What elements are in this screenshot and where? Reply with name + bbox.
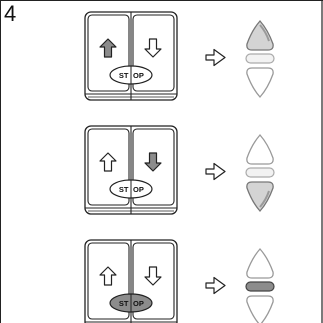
remote-stop-button [245, 281, 275, 292]
instruction-row: ST OP [84, 11, 275, 101]
stop-label-left: ST [119, 299, 129, 308]
stop-label-right: OP [133, 71, 144, 80]
remote-stop-button [245, 167, 275, 178]
stop-label-right: OP [133, 185, 144, 194]
remote-down-button [246, 181, 274, 212]
rows: ST OP ST OP ST OP [84, 11, 275, 323]
remote-up-button [246, 20, 274, 51]
remote-indicator [245, 248, 275, 323]
remote-up-shade [259, 24, 270, 42]
remote-up-button [246, 248, 274, 279]
remote-down-button [246, 67, 274, 98]
stop-label-left: ST [119, 71, 129, 80]
wall-switch: ST OP [84, 11, 178, 101]
up-arrow-icon [99, 266, 117, 286]
stop-label-right: OP [133, 299, 144, 308]
remote-down-shade [259, 190, 270, 208]
wall-switch: ST OP [84, 239, 178, 323]
right-arrow-icon [205, 48, 226, 67]
remote-stop-button [245, 53, 275, 64]
down-arrow-icon [144, 266, 162, 286]
remote-indicator [245, 20, 275, 98]
instruction-row: ST OP [84, 239, 275, 323]
wall-switch: ST OP [84, 125, 178, 215]
up-arrow-icon [99, 152, 117, 172]
remote-up-button [246, 134, 274, 165]
down-arrow-icon [144, 38, 162, 58]
remote-down-button [246, 295, 274, 323]
up-arrow-icon [99, 38, 117, 58]
stop-label-left: ST [119, 185, 129, 194]
remote-indicator [245, 134, 275, 212]
step-number: 4 [4, 1, 16, 26]
right-arrow-icon [205, 276, 226, 295]
down-arrow-icon [144, 152, 162, 172]
right-arrow-icon [205, 162, 226, 181]
instruction-row: ST OP [84, 125, 275, 215]
